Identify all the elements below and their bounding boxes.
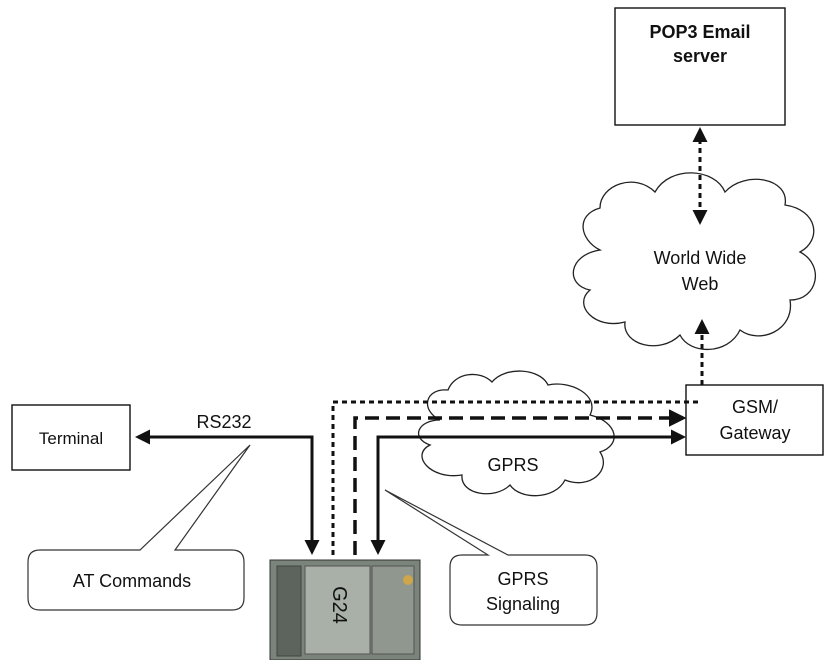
gateway-label-line1: GSM/ <box>732 397 778 417</box>
g24-label: G24 <box>328 586 350 624</box>
g24-module: G24 <box>269 559 421 660</box>
gprs-signaling-label-line2: Signaling <box>486 594 560 614</box>
at-commands-label: AT Commands <box>73 571 191 591</box>
gateway-label-line2: Gateway <box>719 423 790 443</box>
gprs-label: GPRS <box>487 455 538 475</box>
data-dashed-path <box>353 409 687 555</box>
gprs-signaling-path <box>370 429 686 555</box>
pop3-server-node: POP3 Email server <box>614 7 786 126</box>
gprs-signaling-callout: GPRS Signaling <box>384 489 598 626</box>
rs232-label: RS232 <box>196 412 251 432</box>
gprs-signaling-label-line1: GPRS <box>497 569 548 589</box>
www-label-line1: World Wide <box>654 248 747 268</box>
terminal-label: Terminal <box>39 429 103 448</box>
terminal-node: Terminal <box>11 404 131 471</box>
gprs-cloud: GPRS <box>417 370 615 497</box>
gateway-node: GSM/ Gateway <box>685 384 824 456</box>
at-commands-callout: AT Commands <box>27 444 251 611</box>
www-label-line2: Web <box>682 274 719 294</box>
pop3-server-label-line1: POP3 Email <box>649 22 750 42</box>
www-cloud: World Wide Web <box>572 172 816 351</box>
pop3-server-label-line2: server <box>673 46 727 66</box>
data-dotted-path <box>331 400 702 555</box>
